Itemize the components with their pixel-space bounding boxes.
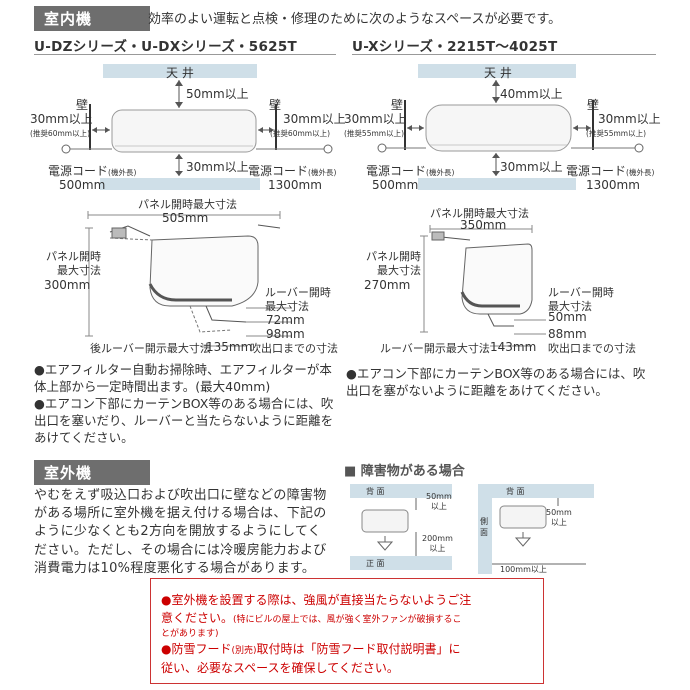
left-bottom-gap: 30mm以上: [186, 160, 249, 174]
outdoor-left-diagram: [350, 484, 452, 570]
left-outlet-label: 吹出口までの寸法: [250, 342, 338, 355]
right-cord-left-length: 500mm: [372, 178, 419, 192]
warning-line-2: 意ください。(特にビルの屋上では、風が強く室外ファンが破損するこ: [161, 611, 462, 625]
outdoor-left-back-label: 背 面: [366, 487, 385, 496]
warning-box: ●室外機を設置する際は、強風が直接当たらないようご注 意ください。(特にビルの屋…: [150, 578, 544, 684]
warning-line-1: ●室外機を設置する際は、強風が直接当たらないようご注: [161, 593, 472, 607]
obstacle-title: ■ 障害物がある場合: [344, 464, 465, 479]
right-cord-left-label: 電源コード(機外長): [366, 164, 455, 178]
right-unit-front: [377, 80, 644, 176]
warning-line-3: とがあります): [161, 628, 219, 639]
right-panel-width: 350mm: [460, 218, 507, 232]
left-top-gap: 50mm以上: [186, 87, 249, 101]
indoor-note-right: ●エアコン下部にカーテンBOX等のある場合には、吹出口を塞がないように距離をあけ…: [346, 366, 646, 398]
right-series-title: U-Xシリーズ・2215T〜4025T: [352, 39, 558, 55]
outdoor-right-side-label: 側 面: [480, 517, 488, 538]
right-rear-louver-value: 143mm: [490, 340, 537, 354]
right-panel-open-value: 270mm: [364, 278, 411, 292]
left-cord-right-length: 1300mm: [268, 178, 322, 192]
left-ceiling-label: 天 井: [166, 66, 194, 80]
left-ceiling-bar: [103, 64, 257, 78]
right-side-right-note: (推奨55mm以上): [586, 129, 647, 138]
outdoor-right-diagram: [478, 484, 594, 574]
right-panel-open-label: パネル開時 最大寸法: [366, 250, 421, 277]
left-side-right-gap: 30mm以上: [283, 112, 346, 126]
outdoor-right-side-gap: 100mm以上: [500, 565, 547, 574]
right-ceiling-bar: [418, 64, 576, 78]
right-bottom-bar: [418, 178, 576, 190]
outdoor-right-back-label: 背 面: [506, 487, 525, 496]
right-unit-side: [420, 225, 546, 347]
right-top-gap: 40mm以上: [500, 87, 563, 101]
left-panel-open-label: パネル開時 最大寸法: [46, 250, 101, 277]
indoor-note-left: ●エアフィルター自動お掃除時、エアフィルターが本体上部から一定時間出ます。(最大…: [34, 362, 334, 445]
left-side-left-gap: 30mm以上: [30, 112, 93, 126]
left-wall-right-label: 壁: [269, 98, 282, 112]
right-cord-right-length: 1300mm: [586, 178, 640, 192]
right-bottom-gap: 30mm以上: [500, 160, 563, 174]
right-ceiling-label: 天 井: [484, 66, 512, 80]
right-wall-right-label: 壁: [587, 98, 600, 112]
indoor-header: 室内機: [34, 6, 150, 31]
right-rear-louver-label: ルーバー開示最大寸法: [380, 342, 490, 355]
left-louver-label: ルーバー開時 最大寸法: [265, 286, 331, 313]
right-louver-label: ルーバー開時 最大寸法: [548, 286, 614, 313]
right-outlet-label: 吹出口までの寸法: [548, 342, 636, 355]
outdoor-diagrams-svg: [350, 484, 594, 574]
outdoor-header: 室外機: [34, 460, 150, 485]
right-side-right-gap: 30mm以上: [598, 112, 661, 126]
outdoor-left-back-gap: 50mm 以上: [426, 492, 452, 511]
right-side-left-gap: 30mm以上: [344, 112, 407, 126]
right-wall-left-label: 壁: [391, 98, 404, 112]
right-cord-right-label: 電源コード(機外長): [566, 164, 655, 178]
left-side-right-note: (推奨60mm以上): [270, 129, 331, 138]
left-unit-front: [61, 80, 333, 176]
left-cord-right-label: 電源コード(機外長): [248, 164, 337, 178]
left-panel-open-value: 300mm: [44, 278, 91, 292]
warning-line-4: ●防雪フード(別売)取付時は「防雪フード取付説明書」に: [161, 642, 461, 657]
outdoor-left-front-gap: 200mm 以上: [422, 534, 453, 553]
left-cord-left-label: 電源コード(機外長): [48, 164, 137, 178]
left-outlet-value: 98mm: [266, 327, 305, 341]
left-panel-width: 505mm: [162, 211, 209, 225]
indoor-intro: 効率のよい運転と点検・修理のために次のようなスペースが必要です。: [148, 12, 562, 27]
left-panel-max-label: パネル開時最大寸法: [138, 198, 237, 211]
left-series-underline: [34, 54, 336, 55]
warning-line-5: 従い、必要なスペースを確保してください。: [161, 660, 399, 675]
left-unit-side: [85, 211, 292, 347]
left-bottom-bar: [100, 178, 260, 190]
outdoor-right-back-gap: 50mm 以上: [546, 508, 572, 527]
right-panel-max-label: パネル開時最大寸法: [430, 207, 529, 220]
right-louver-value: 50mm: [548, 310, 587, 324]
left-louver-value: 72mm: [266, 313, 305, 327]
left-rear-louver-label: 後ルーバー開示最大寸法: [90, 342, 211, 355]
left-series-title: U-DZシリーズ・U-DXシリーズ・5625T: [34, 39, 298, 55]
left-wall-left-label: 壁: [76, 98, 89, 112]
left-cord-left-length: 500mm: [59, 178, 106, 192]
outdoor-text: やむをえず吸込口および吹出口に壁などの障害物がある場所に室外機を据え付ける場合は…: [34, 488, 327, 576]
right-outlet-value: 88mm: [548, 327, 587, 341]
outdoor-left-front-label: 正 面: [366, 559, 385, 568]
left-rear-louver-value: 135mm: [206, 340, 253, 354]
right-side-left-note: (推奨55mm以上): [344, 129, 405, 138]
right-series-underline: [352, 54, 656, 55]
left-side-left-note: (推奨60mm以上): [30, 129, 91, 138]
